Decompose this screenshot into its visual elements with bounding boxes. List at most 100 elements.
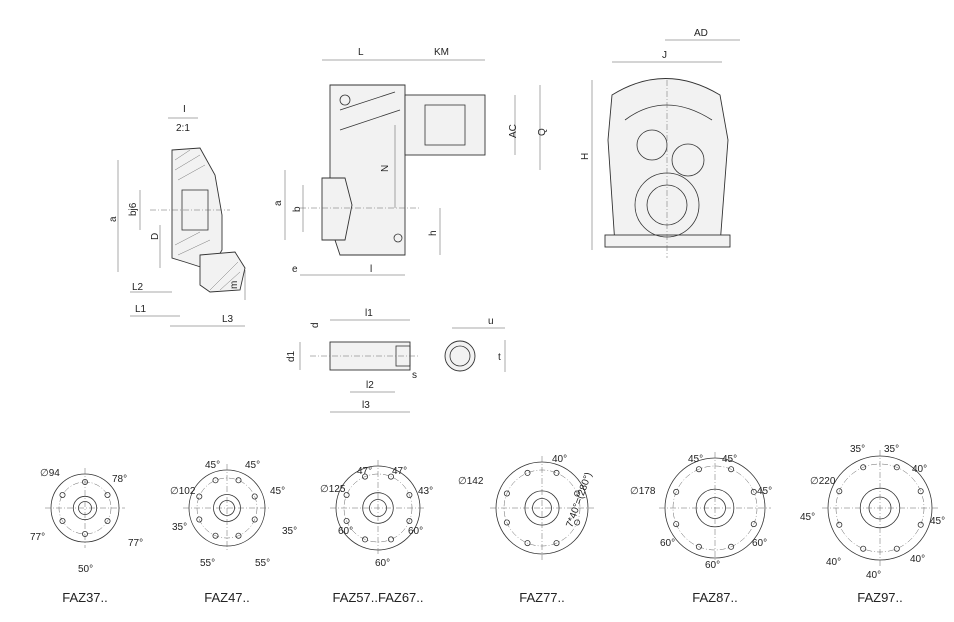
side-housing-rib-2 — [339, 109, 401, 131]
dim-bj6: bj6 — [128, 202, 139, 216]
flange-bolt-hole — [524, 540, 531, 547]
dim-a: a — [108, 216, 119, 222]
dim-D: D — [150, 233, 161, 240]
dim-e: e — [292, 264, 298, 275]
dim-d1: d1 — [286, 350, 297, 362]
flange-bolt-hole — [361, 473, 368, 480]
flange-bolt-hole — [836, 488, 843, 495]
flange-bolt-hole — [695, 543, 702, 550]
flange-bolt-hole — [406, 518, 413, 525]
flange-model-caption: FAZ37.. — [62, 590, 108, 605]
keyway-outer — [444, 340, 476, 372]
flange-bolt-circle — [672, 465, 758, 551]
flange-bolt-hole — [82, 531, 89, 538]
flange-angle-label: 77° — [30, 532, 45, 543]
flange-bolt-hole — [82, 478, 89, 485]
dim-AC: AC — [508, 124, 519, 138]
flange-angle-label: 50° — [78, 564, 93, 575]
flange-angle-label: 47° — [392, 466, 407, 477]
keyway-section: u t — [444, 316, 506, 372]
flange-diameter-label: ∅142 — [458, 476, 484, 487]
dim-l3: l3 — [362, 400, 370, 411]
flange-bolt-hole — [750, 488, 757, 495]
flange-shaft-hole — [532, 498, 552, 518]
dim-l: l — [370, 264, 372, 275]
flange-angle-label: 45° — [757, 486, 772, 497]
flange-model-caption: FAZ47.. — [204, 590, 250, 605]
side-view: L KM AC Q N a b h e l — [273, 47, 548, 276]
flange-bolt-hole — [917, 488, 924, 495]
gearbox-front-housing — [607, 78, 729, 246]
flange-bolt-hole — [673, 488, 680, 495]
flange-bolt-hole — [196, 493, 203, 500]
dim-N: N — [380, 165, 391, 172]
flange-angle-label: 35° — [172, 522, 187, 533]
flange-bolt-hole — [361, 536, 368, 543]
flange-center-bore — [72, 495, 98, 521]
detail-hatching — [174, 149, 241, 291]
dim-h: h — [428, 230, 439, 236]
dim-l1: l1 — [365, 308, 373, 319]
flange-angle-label: 35° — [884, 444, 899, 455]
flange-bolt-hole — [893, 464, 900, 471]
dim-a-side: a — [273, 200, 284, 206]
flange-bolt-hole — [406, 491, 413, 498]
flange-angle-label: 60° — [408, 526, 423, 537]
flange-bolt-hole — [387, 473, 394, 480]
flange-angle-label: 60° — [705, 560, 720, 571]
flange-bolt-hole — [917, 521, 924, 528]
side-housing-rib — [339, 91, 396, 111]
flange-bolt-hole — [235, 532, 242, 539]
flange-diameter-label: ∅220 — [810, 476, 836, 487]
dim-m: m — [229, 281, 240, 289]
shaft-detail: d l1 d1 s l2 l3 — [286, 308, 420, 413]
front-view: AD J H — [580, 28, 740, 258]
flange-angle-label: 45° — [270, 486, 285, 497]
dim-L: L — [358, 47, 364, 58]
flange-angle-label: 45° — [930, 516, 945, 527]
flange-bolt-hole — [728, 543, 735, 550]
flange-bolt-hole — [104, 491, 111, 498]
detail-label: I — [183, 104, 186, 115]
flange-angle-label: 45° — [205, 460, 220, 471]
flange-angle-label: 40° — [552, 454, 567, 465]
flange-bolt-hole — [196, 516, 203, 523]
flange-angle-label: 45° — [722, 454, 737, 465]
flange-bolt-hole — [524, 469, 531, 476]
flange-angle-label: 7*40°=(280°) — [564, 471, 594, 529]
flange-diameter-label: ∅102 — [170, 486, 196, 497]
flange-bolt-hole — [503, 490, 510, 497]
keyway-bore — [449, 345, 471, 367]
front-bearing-upper-left — [636, 129, 668, 161]
flange-bolt-hole — [503, 519, 510, 526]
flange-angle-label: 60° — [660, 538, 675, 549]
flange-bolt-hole — [212, 477, 219, 484]
dim-u: u — [488, 316, 494, 327]
flange-bolt-hole — [750, 521, 757, 528]
dim-L2: L2 — [132, 282, 144, 293]
flange-bolt-hole — [860, 464, 867, 471]
motor-adapter-window — [424, 104, 466, 146]
detail-flange-section — [199, 251, 246, 293]
flange-patterns: 78°77°77°50°∅94FAZ37..45°45°45°35°35°55°… — [30, 444, 945, 605]
flange-angle-label: 77° — [128, 538, 143, 549]
flange-angle-label: 40° — [912, 464, 927, 475]
dim-d: d — [310, 322, 321, 328]
flange-bolt-hole — [251, 493, 258, 500]
flange-bolt-hole — [59, 518, 66, 525]
flange-bolt-hole — [574, 519, 581, 526]
flange-angle-label: 60° — [375, 558, 390, 569]
flange-bolt-hole — [343, 518, 350, 525]
flange-angle-label: 35° — [282, 526, 297, 537]
dim-l2: l2 — [366, 380, 374, 391]
dim-L3: L3 — [222, 314, 234, 325]
flange-diameter-label: ∅94 — [40, 468, 60, 479]
flange-bolt-hole — [59, 491, 66, 498]
flange-angle-label: 60° — [338, 526, 353, 537]
flange-model-caption: FAZ87.. — [692, 590, 738, 605]
dim-Q: Q — [537, 128, 548, 136]
